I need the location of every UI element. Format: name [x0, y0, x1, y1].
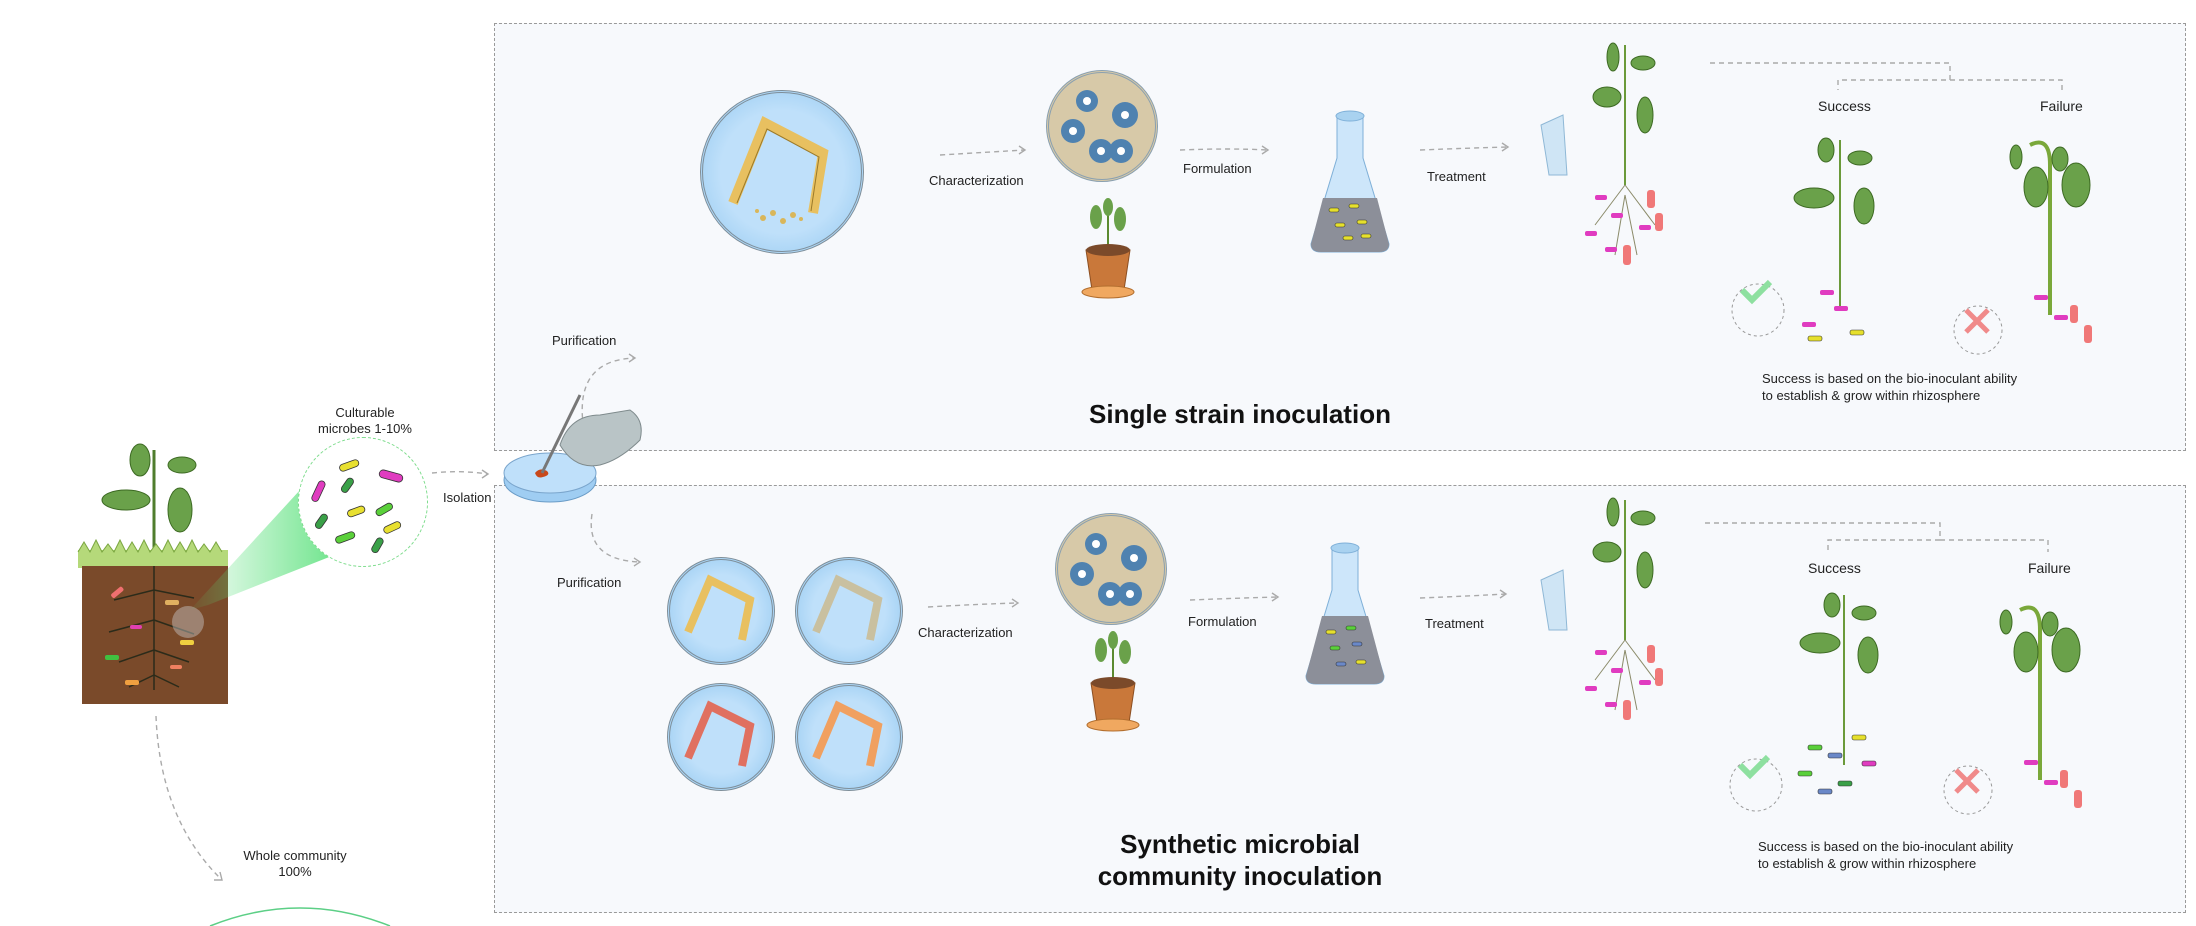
outcome-success-bottom: Success [1808, 560, 1861, 576]
characterization-plate-top [1046, 70, 1158, 182]
failure-plant-bottom [1940, 590, 2120, 820]
panel-title-single-line1: Single strain inoculation [1089, 399, 1391, 429]
bacteria-icon [311, 459, 404, 554]
step-purification-top: Purification [552, 333, 617, 348]
success-note-top-line2: to establish & grow within rhizosphere [1762, 388, 1981, 403]
treated-plant-with-roots-icon [1540, 497, 1663, 720]
wilting-plant-icon [1953, 140, 2092, 355]
step-characterization-bottom: Characterization [918, 625, 1013, 640]
treated-plant-bottom [1535, 490, 1695, 725]
step-purification-bottom: Purification [557, 575, 622, 590]
outcome-failure-top: Failure [2040, 98, 2083, 114]
culturable-label-line1: Culturable [335, 405, 395, 420]
culturable-microbes-circle [298, 437, 428, 567]
wilting-potted-plant-icon [1081, 198, 1135, 299]
panel-title-synthetic-line1: Synthetic microbial [1120, 829, 1360, 859]
treated-plant-with-roots-icon [1540, 42, 1663, 265]
streak-colonies-icon [812, 700, 883, 767]
isolation-illustration [500, 385, 680, 520]
success-plant-bottom [1728, 585, 1908, 815]
petri-dish-grid [665, 555, 910, 795]
soil-plant-illustration [70, 440, 240, 710]
streak-colonies-icon [684, 700, 755, 767]
streak-colonies-icon [728, 116, 829, 224]
whole-community-label: Whole community 100% [225, 848, 365, 880]
step-formulation-bottom: Formulation [1188, 614, 1257, 629]
culturable-label-line2: microbes 1-10% [318, 421, 412, 436]
whole-community-label-line2: 100% [278, 864, 312, 879]
potted-plant-bottom [1083, 628, 1143, 733]
wilting-potted-plant-icon [1086, 631, 1140, 732]
characterization-plate-bottom [1055, 513, 1167, 625]
success-note-bottom-line2: to establish & grow within rhizosphere [1758, 856, 1977, 871]
failure-plant-top [1950, 125, 2130, 355]
success-note-bottom-line1: Success is based on the bio-inoculant ab… [1758, 839, 2014, 854]
petri-dish-yellow [667, 557, 775, 665]
petri-dish-grey [795, 557, 903, 665]
streak-colonies-icon [812, 574, 883, 641]
panel-title-single: Single strain inoculation [1030, 398, 1450, 430]
success-note-top-line1: Success is based on the bio-inoculant ab… [1762, 371, 2018, 386]
step-characterization-top: Characterization [929, 173, 1024, 188]
flask-top [1305, 108, 1395, 256]
panel-title-synthetic-line2: community inoculation [1097, 861, 1383, 891]
panel-title-synthetic: Synthetic microbial community inoculatio… [1030, 828, 1450, 892]
halo-plate-icon [1070, 533, 1147, 606]
plant-in-soil-icon [77, 443, 228, 704]
wilting-plant-icon [1943, 605, 2082, 815]
streak-colonies-icon [684, 574, 755, 641]
step-treatment-top: Treatment [1427, 169, 1486, 184]
step-formulation-top: Formulation [1183, 161, 1252, 176]
erlenmeyer-flask-icon [1310, 110, 1390, 253]
healthy-plant-icon [1729, 592, 1879, 812]
success-note-top: Success is based on the bio-inoculant ab… [1762, 370, 2017, 404]
success-note-bottom: Success is based on the bio-inoculant ab… [1758, 838, 2013, 872]
step-treatment-bottom: Treatment [1425, 616, 1484, 631]
whole-community-label-line1: Whole community [243, 848, 347, 863]
healthy-plant-icon [1731, 137, 1875, 342]
petri-dish-single-strain [700, 90, 864, 254]
erlenmeyer-flask-icon [1305, 542, 1385, 685]
gloved-hand-petri-icon [503, 394, 642, 503]
petri-dish-orange [795, 683, 903, 791]
outcome-success-top: Success [1818, 98, 1871, 114]
step-isolation: Isolation [443, 490, 492, 505]
petri-dish-red [667, 683, 775, 791]
treated-plant-top [1535, 35, 1695, 270]
culturable-label: Culturable microbes 1-10% [300, 405, 430, 437]
halo-plate-icon [1061, 90, 1138, 163]
potted-plant-top [1078, 195, 1138, 300]
success-plant-top [1730, 130, 1910, 350]
flask-bottom [1300, 540, 1390, 688]
outcome-failure-bottom: Failure [2028, 560, 2071, 576]
